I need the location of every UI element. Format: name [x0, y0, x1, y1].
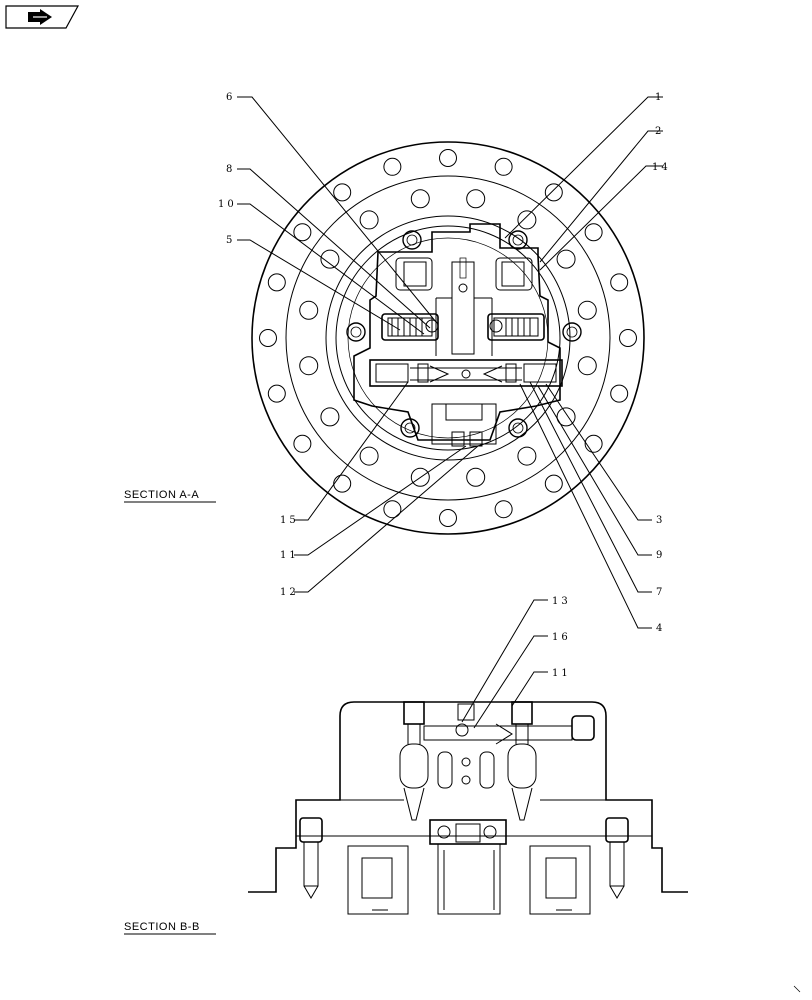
bolt-hole — [320, 249, 340, 269]
bolt-hole — [267, 273, 286, 292]
callout-1: 1 — [655, 92, 664, 103]
bolt-hole — [320, 407, 340, 427]
bolt-hole — [410, 467, 430, 487]
section-b-b-title: SECTION B-B — [124, 921, 200, 933]
bolt-hole — [577, 300, 597, 320]
bolt-hole — [293, 434, 312, 453]
block-bolt — [508, 418, 528, 438]
bolt-hole — [610, 273, 629, 292]
section-b-b-drawing — [248, 701, 688, 915]
section-a-a-heading: SECTION A-A — [124, 489, 216, 503]
bolt-hole — [466, 189, 486, 209]
bolt-hole — [517, 446, 537, 466]
bolt-hole — [517, 210, 537, 230]
bolt-hole — [556, 407, 576, 427]
section-a-a-leaders — [237, 96, 663, 629]
callout-11: 11 — [280, 550, 299, 561]
callout-12: 12 — [280, 587, 299, 598]
bolt-hole — [494, 157, 513, 176]
bolt-hole — [267, 384, 286, 403]
block-bolt — [404, 422, 416, 434]
bolt-hole — [383, 157, 402, 176]
bolt-hole — [439, 509, 457, 527]
callout-10: 10 — [218, 199, 237, 210]
bolt-hole — [410, 189, 430, 209]
section-a-a-callouts: 1 2 14 6 8 10 5 15 11 12 3 9 7 4 — [218, 92, 671, 634]
callout-6: 6 — [226, 92, 235, 103]
callout-2: 2 — [655, 126, 664, 137]
bolt-hole — [259, 329, 277, 347]
bolt-hole — [359, 446, 379, 466]
block-bolt — [508, 230, 528, 250]
block-bolt — [512, 234, 524, 246]
bolt-hole — [619, 329, 637, 347]
bolt-hole — [383, 500, 402, 519]
callout-11: 11 — [552, 668, 571, 679]
bolt-hole — [299, 356, 319, 376]
bolt-hole — [556, 249, 576, 269]
bolt-hole — [359, 210, 379, 230]
block-bolt — [566, 326, 578, 338]
block-bolt — [402, 230, 422, 250]
bolt-hole — [293, 223, 312, 242]
bolt-hole — [466, 467, 486, 487]
block-bolt — [346, 322, 366, 342]
section-b-b-callouts: 13 16 11 — [552, 596, 571, 679]
callout-7: 7 — [656, 587, 665, 598]
callout-3: 3 — [656, 515, 665, 526]
bolt-hole — [333, 474, 352, 493]
bolt-hole — [494, 500, 513, 519]
bolt-hole — [333, 183, 352, 202]
callout-8: 8 — [226, 164, 235, 175]
bolt-hole — [584, 434, 603, 453]
corner-mark — [793, 985, 801, 993]
section-a-a-drawing — [251, 141, 645, 535]
bolt-hole — [577, 356, 597, 376]
bolt-hole — [544, 474, 563, 493]
block-bolt — [562, 322, 582, 342]
bolt-hole — [610, 384, 629, 403]
bolt-hole — [439, 149, 457, 167]
back-arrow-icon — [28, 9, 52, 25]
inner-bolt-ring — [299, 189, 597, 487]
callout-13: 13 — [552, 596, 571, 607]
bolt-hole — [299, 300, 319, 320]
section-b-b-leaders — [461, 599, 548, 729]
callout-15: 15 — [280, 515, 299, 526]
block-bolt — [512, 422, 524, 434]
outer-bolt-ring — [259, 149, 637, 527]
callout-16: 16 — [552, 632, 571, 643]
block-bolt — [350, 326, 362, 338]
back-nav-button[interactable] — [5, 5, 80, 29]
section-b-b-heading: SECTION B-B — [124, 921, 216, 935]
callout-4: 4 — [656, 623, 665, 634]
block-bolt — [406, 234, 418, 246]
section-a-a-title: SECTION A-A — [124, 489, 199, 501]
callout-5: 5 — [226, 235, 235, 246]
callout-14: 14 — [652, 162, 671, 173]
bolt-hole — [584, 223, 603, 242]
callout-9: 9 — [656, 550, 665, 561]
bolt-hole — [544, 183, 563, 202]
